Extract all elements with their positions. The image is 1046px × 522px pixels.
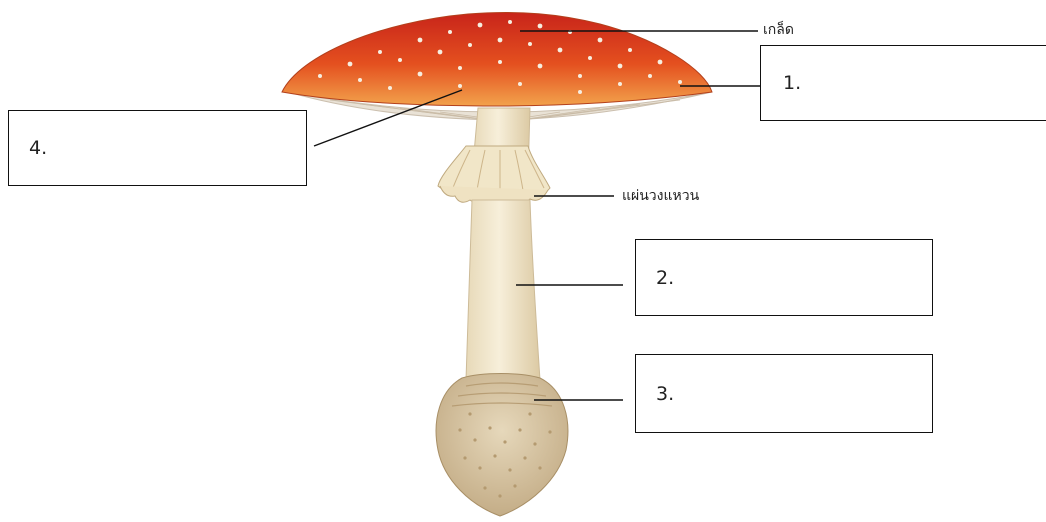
ring-label: แผ่นวงแหวน (622, 185, 699, 207)
answer-box-3-label: 3. (656, 383, 674, 405)
gill-label: เกล็ด (763, 19, 794, 41)
answer-box-3[interactable]: 3. (635, 354, 933, 433)
volva (436, 374, 568, 517)
answer-box-1-label: 1. (783, 72, 801, 94)
answer-box-4-label: 4. (29, 137, 47, 159)
answer-box-2-label: 2. (656, 267, 674, 289)
cap (282, 12, 712, 106)
answer-box-2[interactable]: 2. (635, 239, 933, 316)
stem-lower (466, 200, 540, 380)
answer-box-4[interactable]: 4. (8, 110, 307, 186)
answer-box-1[interactable]: 1. (760, 45, 1046, 121)
